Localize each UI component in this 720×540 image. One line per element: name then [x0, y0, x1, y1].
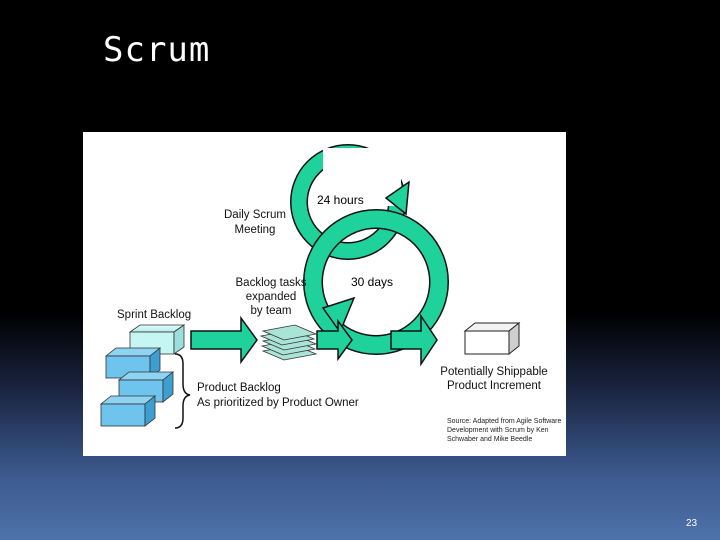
- slide-title: Scrum: [103, 30, 211, 70]
- backlog-tasks-label-line2: expanded: [246, 291, 297, 303]
- product-backlog-brace: [174, 353, 191, 429]
- daily-cycle-label: 24 hours: [317, 193, 364, 207]
- page-number: 23: [686, 518, 698, 529]
- sprint-cycle-loop: [303, 209, 449, 355]
- product-backlog-label-line1: Product Backlog: [197, 382, 281, 394]
- increment-block: [463, 321, 521, 356]
- source-note-line2: Development with Scrum by Ken: [447, 427, 549, 434]
- product-backlog-label-line2: As prioritized by Product Owner: [197, 397, 359, 409]
- tasks-to-sprint-arrow: [316, 318, 353, 362]
- sprint-cycle-label: 30 days: [351, 275, 393, 289]
- backlog-tasks-label-line3: by team: [251, 305, 292, 317]
- daily-meeting-label-line1: Daily Scrum: [224, 209, 286, 221]
- daily-meeting-label-line2: Meeting: [235, 224, 276, 236]
- source-note-line1: Source: Adapted from Agile Software: [447, 418, 562, 425]
- daily-cycle-loop: [290, 144, 410, 260]
- scrum-diagram-svg: 24 hours Daily Scrum Meeting Backlog tas…: [99, 144, 562, 443]
- backlog-task-stack: [259, 324, 318, 361]
- increment-arrow: [390, 313, 438, 367]
- source-note-line3: Schwaber and Mike Beedle: [447, 436, 532, 443]
- product-backlog-blocks: [99, 347, 175, 427]
- sprint-backlog-label: Sprint Backlog: [117, 309, 191, 321]
- sprint-backlog-arrow: [190, 315, 258, 365]
- backlog-tasks-label-line1: Backlog tasks: [236, 277, 307, 289]
- increment-label-line1: Potentially Shippable: [440, 366, 547, 378]
- scrum-diagram: 24 hours Daily Scrum Meeting Backlog tas…: [83, 132, 566, 456]
- increment-label-line2: Product Increment: [447, 380, 542, 392]
